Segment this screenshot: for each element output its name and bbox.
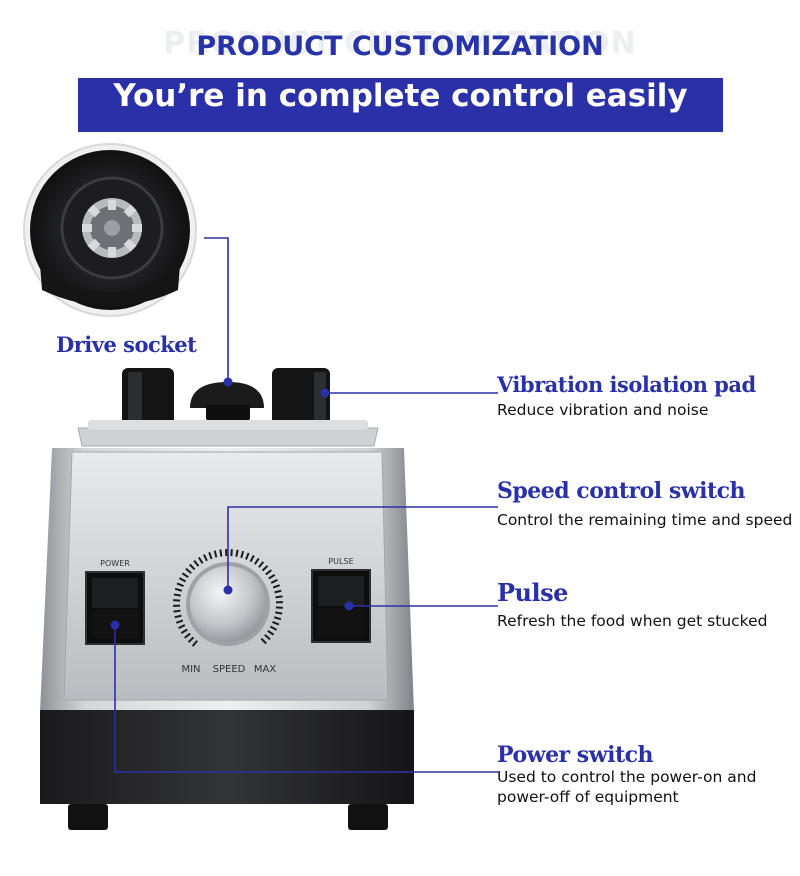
dial-tick [178,624,186,630]
dial-tick [268,574,276,580]
pulse-title: Pulse [497,578,568,607]
power-switch-desc-line1: Used to control the power-on and [497,768,757,786]
dial-tick [198,556,204,564]
left-foot [68,804,108,830]
min-label: MIN [181,664,200,675]
power-switch-desc-line2: power-off of equipment [497,788,679,806]
leader-lines [114,237,498,773]
pulse-label: PULSE [328,557,353,566]
dial-tick [181,572,189,578]
dial-tick [269,625,278,631]
dial-tick [180,628,188,634]
dial-tick [193,560,200,567]
drive-dome [190,382,264,408]
dial-tick [189,563,196,571]
power-label: POWER [100,559,130,568]
dial-tick [273,616,282,621]
dial-tick [267,630,275,636]
dial-tick [184,632,191,639]
dial-tick [208,551,213,560]
speed-switch-title: Speed control switch [497,478,746,504]
max-label: MAX [254,664,276,675]
power-switch-title: Power switch [497,742,654,768]
dial-tick [174,587,183,592]
drive-socket-title: Drive socket [56,332,197,357]
speed-dial-ticks [172,548,284,647]
dial-tick [265,569,272,576]
dial-tick [272,584,281,589]
dial-tick [173,609,181,613]
dial-tick [261,565,269,572]
speed-knob [186,562,270,646]
speed-label: SPEED [213,664,246,675]
dial-tick [176,582,184,587]
dial-tick [254,557,260,565]
dial-tick [173,593,181,597]
page-heading: PRODUCT CUSTOMIZATION [196,31,604,62]
dial-tick [264,634,271,641]
blender-base [40,710,414,804]
dial-tick [274,589,282,594]
dial-tick [191,640,198,647]
dial-tick [258,561,265,568]
dial-tick [213,550,218,558]
pulse-switch [311,569,371,643]
dial-tick [185,567,192,574]
dial-tick [235,549,239,557]
dial-tick [219,549,223,557]
dial-tick [272,621,280,626]
vibration-pad-desc: Reduce vibration and noise [497,401,709,419]
dial-tick [260,637,267,645]
right-foot [348,804,388,830]
dial-tick [175,619,184,624]
dial-tick [202,554,208,562]
tagline-text: You’re in complete control easily [113,78,688,114]
pulse-desc: Refresh the food when get stucked [497,612,768,630]
dial-tick [174,614,182,619]
vibration-pad-title: Vibration isolation pad [497,372,756,397]
dial-tick [178,577,187,583]
dial-tick [270,578,278,584]
dial-tick [249,554,255,563]
leader-dots [110,377,354,630]
speed-switch-desc: Control the remaining time and speed [497,511,793,529]
tagline-banner: You’re in complete control easily [78,78,723,132]
drive-socket-inset [23,143,197,317]
dial-tick [187,636,195,643]
dial-tick [275,595,283,599]
ghost-heading: PRODUCT CUSTOMIZATION [163,26,637,61]
dial-tick [275,611,283,615]
dial-tick [240,550,245,559]
dial-tick [245,552,250,560]
